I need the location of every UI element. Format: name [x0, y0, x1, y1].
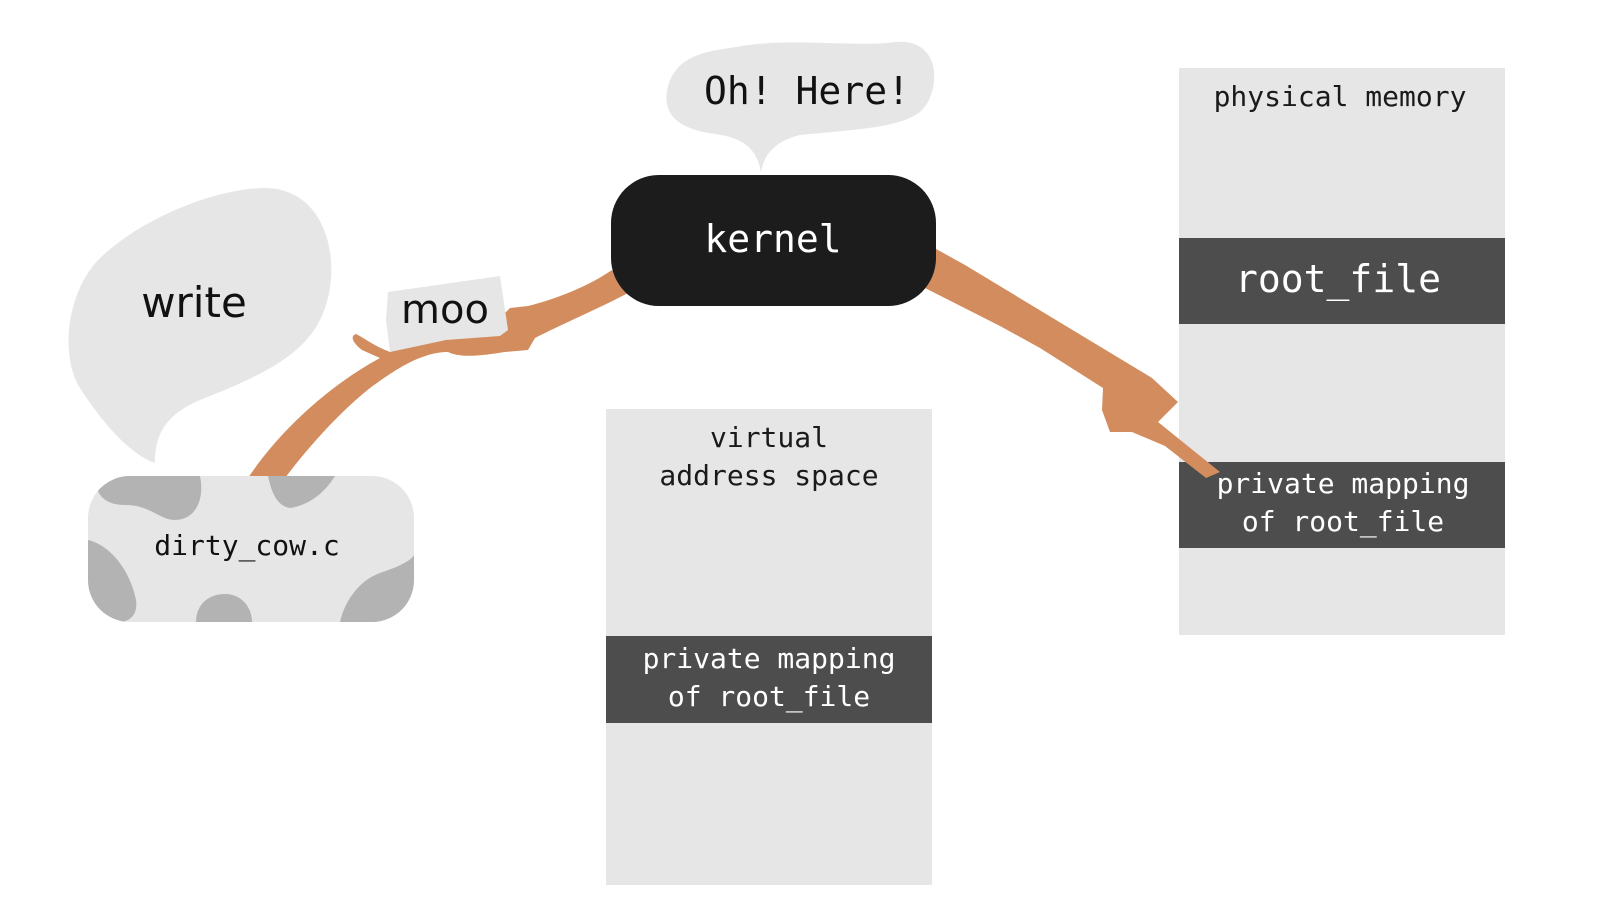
virtual-mapping-line2: of root_file	[668, 680, 870, 714]
moo-note-text: moo	[401, 287, 489, 333]
physical-mapping-line1: private mapping	[1217, 467, 1470, 500]
write-thought-bubble: write	[68, 187, 332, 464]
kernel-node: kernel	[611, 175, 936, 306]
dirty-cow-label: dirty_cow.c	[154, 529, 339, 563]
kernel-label: kernel	[704, 217, 841, 261]
virtual-private-mapping-block	[606, 636, 932, 723]
kernel-speech-bubble: Oh! Here!	[666, 41, 935, 173]
oh-here-bubble-shape	[666, 41, 935, 173]
virtual-title-line1: virtual	[710, 421, 828, 454]
virtual-title-line2: address space	[659, 459, 878, 492]
moo-note: moo	[386, 276, 508, 352]
cow-spots	[88, 476, 414, 622]
root-file-block	[1179, 238, 1505, 324]
cow-spot-1	[95, 476, 202, 520]
cow-spot-2	[268, 476, 335, 508]
physical-private-mapping-block	[1179, 462, 1505, 548]
write-bubble-shape	[68, 187, 332, 464]
physical-title: physical memory	[1214, 80, 1467, 113]
root-file-label: root_file	[1235, 257, 1441, 302]
virtual-address-space: virtual address space private mapping of…	[606, 409, 932, 885]
cow-spot-3	[88, 540, 137, 622]
physical-mapping-line2: of root_file	[1242, 505, 1444, 539]
kernel-box	[611, 175, 936, 306]
cow-spot-5	[340, 555, 414, 622]
moo-note-paper	[386, 276, 508, 352]
physical-memory-column	[1179, 68, 1505, 635]
right-arm	[920, 240, 1220, 478]
virtual-mapping-line1: private mapping	[643, 642, 896, 675]
dirty-cow-node: dirty_cow.c	[88, 476, 414, 622]
left-arm	[248, 270, 630, 478]
cow-spot-4	[196, 594, 252, 622]
physical-memory: physical memory root_file private mappin…	[1179, 68, 1505, 635]
write-bubble-text: write	[141, 278, 247, 327]
oh-here-bubble-text: Oh! Here!	[704, 69, 910, 113]
